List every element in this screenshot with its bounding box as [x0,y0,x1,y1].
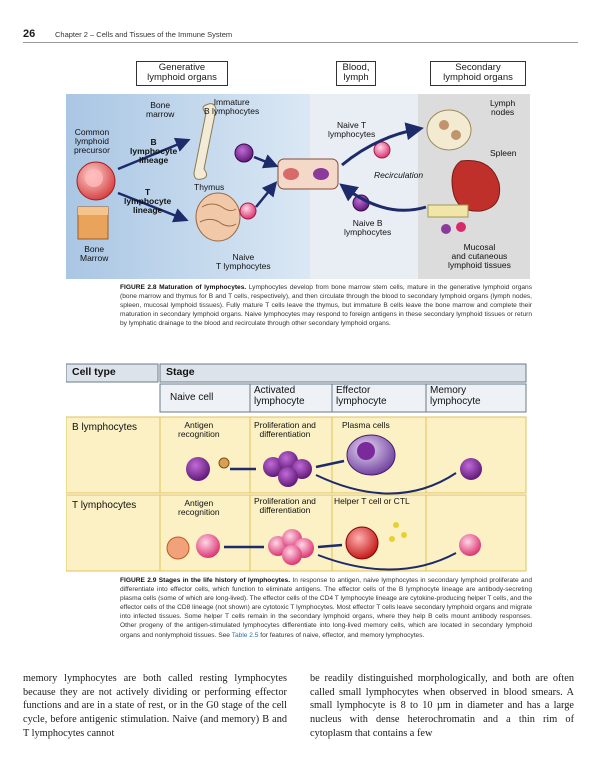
label-mucosal: Mucosal and cutaneous lymphoid tissues [448,242,511,270]
label-immature-b: Immature B lymphocytes [204,97,260,116]
b-plasma-cells: Plasma cells [342,420,390,430]
label-naive-t-bottom: Naive T lymphocytes [216,252,271,271]
body-text-right: be readily distinguished morphologically… [310,673,574,739]
label-spleen: Spleen [490,148,517,158]
label-secondary-organs: Secondary lymphoid organs [430,61,526,86]
label-bone-marrow-bottom: Bone Marrow [80,244,109,263]
label-bone-marrow: Bone marrow [146,100,175,119]
figure-2-8: Generative lymphoid organs Blood, lymph … [66,57,530,279]
table-2-5-link[interactable]: Table 2.5 [231,631,259,639]
label-t-lineage: T lymphocyte lineage [124,187,172,215]
figure-2-8-caption: FIGURE 2.8 Maturation of lymphocytes. Ly… [120,284,533,328]
figure-2-8-illustration [66,94,530,279]
header-stage: Stage [166,366,195,378]
label-naive-b: Naive B lymphocytes [344,218,392,237]
label-generative-organs: Generative lymphoid organs [136,61,228,86]
row-t-lymphocytes: T lymphocytes [72,500,137,511]
label-naive-t-top: Naive T lymphocytes [328,120,376,139]
t-helper-ctl: Helper T cell or CTL [334,496,410,506]
figure-2-9: Cell type Stage Naive cell Activated lym… [66,363,530,573]
label-blood-lymph: Blood, lymph [336,61,376,86]
stage-activated: Activated lymphocyte [254,385,305,407]
header-cell-type: Cell type [72,366,116,378]
label-b-lineage: B lymphocyte lineage [130,137,178,165]
row-b-lymphocytes: B lymphocytes [72,422,138,433]
figure-2-9-table [66,363,527,572]
header-rule [23,42,578,43]
figure-2-9-caption: FIGURE 2.9 Stages in the life history of… [120,577,532,639]
stage-effector: Effector lymphocyte [336,385,387,407]
label-recirculation: Recirculation [374,170,424,180]
body-text-left: memory lymphocytes are both called resti… [23,673,287,739]
t-proliferation: Proliferation and differentiation [254,496,316,515]
chapter-title: Chapter 2 – Cells and Tissues of the Imm… [55,30,233,39]
label-common-precursor: Common lymphoid precursor [74,127,110,155]
b-antigen-recognition: Antigen recognition [178,420,220,439]
stage-naive: Naive cell [170,392,214,403]
label-thymus: Thymus [194,182,225,192]
b-proliferation: Proliferation and differentiation [254,420,316,439]
stage-memory: Memory lymphocyte [430,385,481,407]
page-number: 26 [23,28,36,40]
t-antigen-recognition: Antigen recognition [178,498,220,517]
label-lymph-nodes: Lymph nodes [490,98,516,117]
